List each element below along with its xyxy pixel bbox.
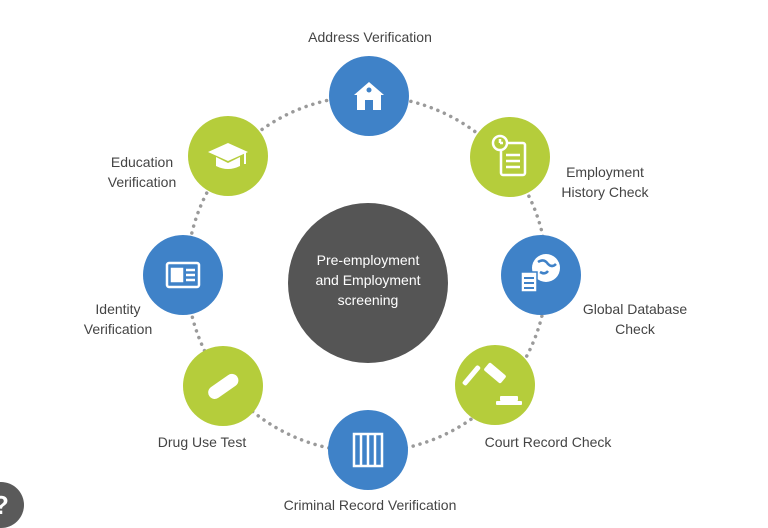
center-circle xyxy=(288,203,448,363)
node-identity-verification xyxy=(143,235,223,315)
prisoner-icon xyxy=(352,432,384,468)
label-employment-history: Employment History Check xyxy=(561,164,649,200)
label-criminal-record: Criminal Record Verification xyxy=(283,497,457,513)
node-global-database xyxy=(501,235,581,315)
label-education-verification: Education Verification xyxy=(107,154,177,190)
house-icon xyxy=(354,82,384,110)
pill-icon xyxy=(208,373,239,399)
node-court-record xyxy=(455,345,535,425)
node-education-verification xyxy=(188,116,268,196)
node-employment-history xyxy=(470,117,550,197)
gavel-icon xyxy=(462,362,522,405)
node-criminal-record xyxy=(328,410,408,490)
label-address-verification: Address Verification xyxy=(308,29,432,45)
graduation-cap-icon xyxy=(208,143,248,169)
label-court-record: Court Record Check xyxy=(484,434,612,450)
center-label: Pre-employment and Employment screening xyxy=(315,252,421,308)
node-address-verification xyxy=(329,56,409,136)
node-drug-use-test xyxy=(183,346,263,426)
label-drug-use-test: Drug Use Test xyxy=(157,434,247,450)
label-global-database: Global Database Check xyxy=(582,301,688,337)
id-card-icon xyxy=(165,261,201,289)
globe-database-icon xyxy=(520,254,560,293)
label-identity-verification: Identity Verification xyxy=(83,301,153,337)
document-clock-icon xyxy=(491,134,527,177)
